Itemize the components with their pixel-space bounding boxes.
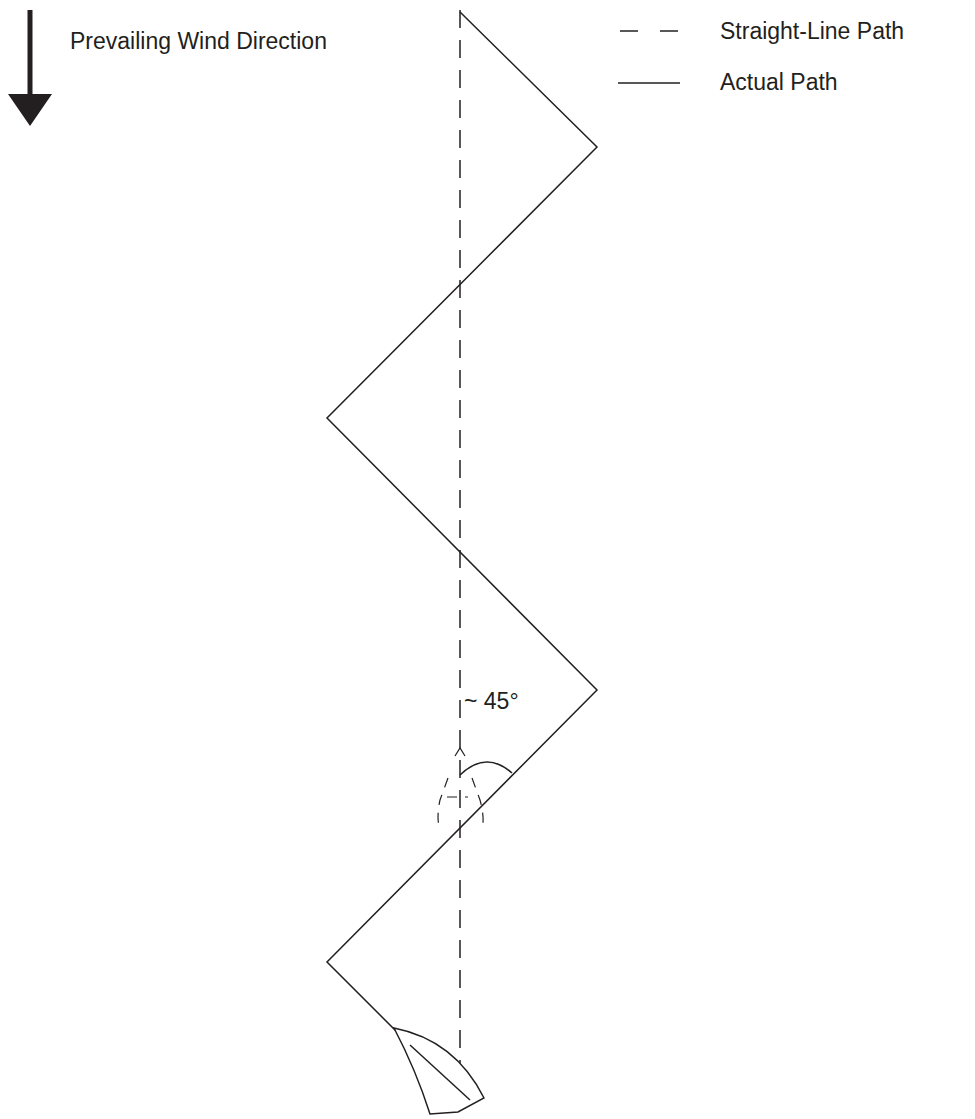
legend-dash-sample (620, 30, 638, 32)
ghost-boat-bow (455, 748, 465, 756)
straight-line-path (459, 10, 461, 1085)
angle-label: ~ 45° (464, 688, 519, 716)
wind-arrow-shaft (28, 10, 33, 100)
legend-entry: Straight-Line Path (720, 18, 904, 46)
actual-path (327, 12, 597, 1035)
wind-arrow-head (8, 94, 52, 126)
sailboat-boom (410, 1045, 470, 1100)
wind-label: Prevailing Wind Direction (70, 28, 327, 56)
ghost-boat-hull (438, 778, 483, 830)
angle-arc (460, 762, 512, 775)
legend-dash-sample (660, 30, 678, 32)
sailboat-hull (394, 1028, 484, 1114)
legend-solid-sample (618, 82, 680, 84)
legend-entry: Actual Path (720, 69, 838, 97)
